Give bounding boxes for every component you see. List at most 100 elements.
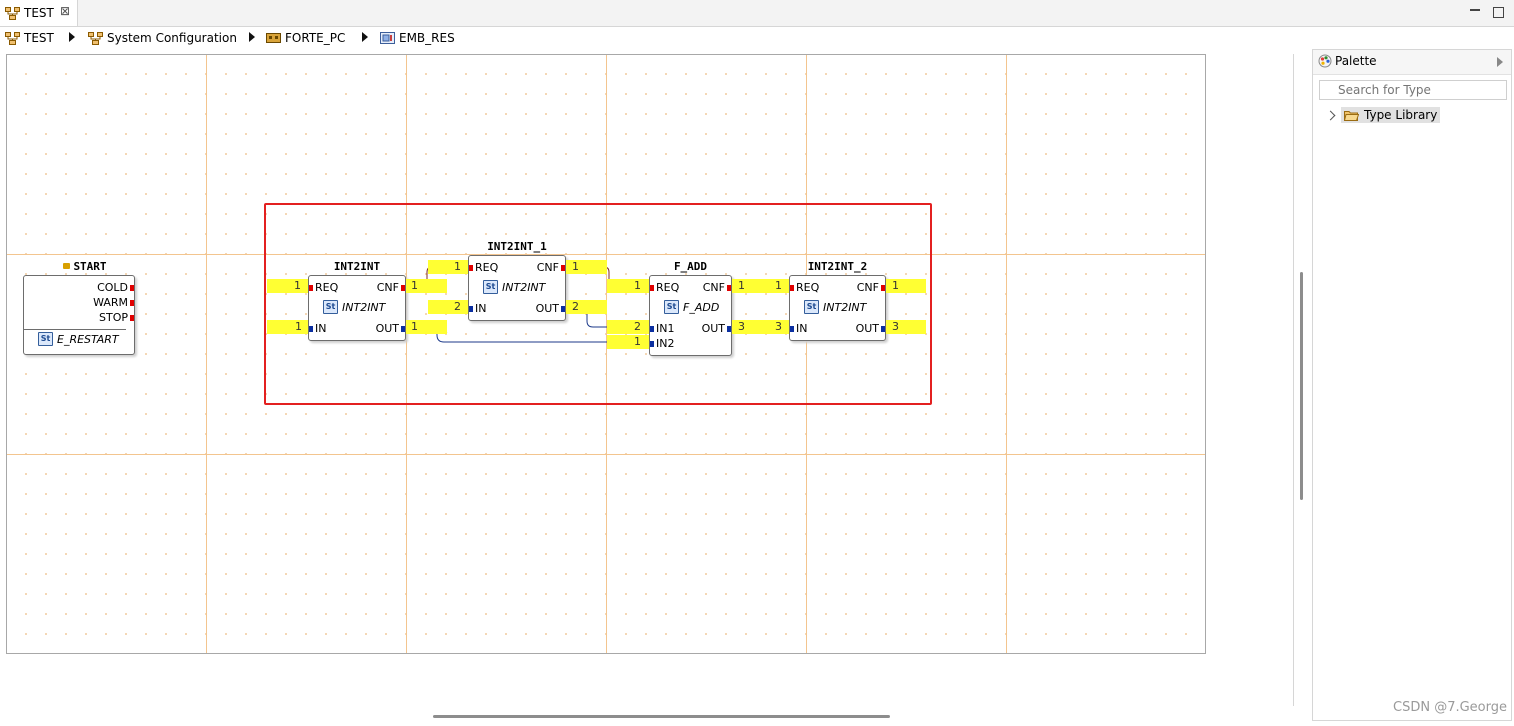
- breadcrumb-item-test[interactable]: TEST: [5, 30, 54, 46]
- fb-block-start[interactable]: COLD WARM STOP St E_RESTART: [23, 275, 135, 355]
- device-icon: [266, 33, 281, 43]
- monitor-value[interactable]: 1: [406, 320, 447, 334]
- fb-block-int2int-2[interactable]: REQ CNF St INT2INT IN OUT: [789, 275, 886, 341]
- data-port-marker[interactable]: [727, 326, 731, 332]
- fb-type-start: St E_RESTART: [38, 332, 119, 346]
- event-input-req[interactable]: REQ: [315, 281, 339, 294]
- event-port-marker[interactable]: [401, 285, 405, 291]
- monitor-value[interactable]: 1: [267, 320, 308, 334]
- data-output-out[interactable]: OUT: [375, 322, 399, 335]
- fb-block-f-add[interactable]: REQ CNF St F_ADD IN1 IN2 OUT: [649, 275, 732, 356]
- data-input-in[interactable]: IN: [315, 322, 327, 335]
- monitor-value[interactable]: 3: [886, 320, 926, 334]
- event-output-cnf[interactable]: CNF: [856, 281, 879, 294]
- tree-item-type-library[interactable]: Type Library: [1325, 107, 1441, 123]
- system-icon: [5, 7, 20, 20]
- data-output-out[interactable]: OUT: [701, 322, 725, 335]
- event-port-marker[interactable]: [130, 300, 134, 306]
- monitor-value[interactable]: 1: [406, 279, 447, 293]
- data-port-marker[interactable]: [650, 326, 654, 332]
- event-port-marker[interactable]: [561, 265, 565, 271]
- breadcrumb-separator-icon[interactable]: [69, 32, 75, 42]
- data-port-marker[interactable]: [881, 326, 885, 332]
- data-port-marker[interactable]: [469, 306, 473, 312]
- fb-block-int2int[interactable]: REQ CNF St INT2INT IN OUT: [308, 275, 406, 341]
- fb-name-start[interactable]: START: [55, 260, 115, 273]
- close-tab-icon[interactable]: ⊠: [60, 4, 71, 18]
- monitor-value[interactable]: 2: [428, 300, 468, 314]
- monitor-value[interactable]: 2: [566, 300, 607, 314]
- data-port-marker[interactable]: [790, 326, 794, 332]
- data-port-marker[interactable]: [650, 341, 654, 347]
- breadcrumb-item-forte-pc[interactable]: FORTE_PC: [266, 30, 345, 46]
- fb-name-f-add[interactable]: F_ADD: [673, 260, 708, 273]
- fb-type-icon: St: [323, 300, 338, 314]
- data-output-out[interactable]: OUT: [535, 302, 559, 315]
- breadcrumb-item-emb-res[interactable]: EMB_RES: [380, 30, 455, 46]
- fb-type-icon: St: [483, 280, 498, 294]
- fb-network-canvas[interactable]: START COLD WARM STOP St E_RESTART INT2IN…: [6, 54, 1206, 654]
- event-port-marker[interactable]: [727, 285, 731, 291]
- monitor-value[interactable]: 1: [267, 279, 308, 293]
- fb-name-int2int[interactable]: INT2INT: [333, 260, 381, 273]
- monitor-value[interactable]: 1: [607, 335, 649, 349]
- fb-type-icon: St: [38, 332, 53, 346]
- event-input-req[interactable]: REQ: [475, 261, 499, 274]
- event-port-marker[interactable]: [881, 285, 885, 291]
- monitor-value[interactable]: 1: [886, 279, 926, 293]
- folder-icon: [1344, 111, 1359, 121]
- monitor-value[interactable]: 2: [607, 320, 649, 334]
- breadcrumb-label: TEST: [24, 31, 54, 45]
- event-output-warm[interactable]: WARM: [93, 296, 128, 309]
- palette-icon: [1318, 54, 1332, 68]
- chevron-right-icon[interactable]: [1325, 110, 1336, 120]
- data-port-marker[interactable]: [401, 326, 405, 332]
- data-port-marker[interactable]: [309, 326, 313, 332]
- system-configuration-icon: [88, 31, 103, 45]
- fb-type-f-add: St F_ADD: [664, 300, 719, 314]
- data-output-out[interactable]: OUT: [855, 322, 879, 335]
- horizontal-scrollbar[interactable]: [433, 715, 890, 718]
- event-port-marker[interactable]: [469, 265, 473, 271]
- event-port-marker[interactable]: [650, 285, 654, 291]
- event-output-cnf[interactable]: CNF: [376, 281, 399, 294]
- palette-search-input[interactable]: [1319, 80, 1507, 100]
- breadcrumb-separator-icon[interactable]: [249, 32, 255, 42]
- breadcrumb-item-system-configuration[interactable]: System Configuration: [88, 30, 237, 46]
- event-port-marker[interactable]: [130, 315, 134, 321]
- monitor-value[interactable]: 1: [749, 279, 789, 293]
- palette-panel: Palette Type Library: [1312, 49, 1512, 721]
- monitor-value[interactable]: 1: [566, 260, 607, 274]
- event-input-req[interactable]: REQ: [796, 281, 820, 294]
- event-port-marker[interactable]: [790, 285, 794, 291]
- fb-block-int2int-1[interactable]: REQ CNF St INT2INT IN OUT: [468, 255, 566, 321]
- palette-title: Palette: [1335, 54, 1377, 68]
- monitor-value[interactable]: 1: [428, 260, 468, 274]
- event-output-cold[interactable]: COLD: [97, 281, 128, 294]
- collapse-palette-icon[interactable]: [1497, 57, 1503, 67]
- data-port-marker[interactable]: [561, 306, 565, 312]
- fb-name-int2int-1[interactable]: INT2INT_1: [487, 240, 547, 253]
- data-input-in[interactable]: IN: [475, 302, 487, 315]
- event-output-stop[interactable]: STOP: [99, 311, 128, 324]
- event-output-cnf[interactable]: CNF: [536, 261, 559, 274]
- fb-name-int2int-2[interactable]: INT2INT_2: [807, 260, 868, 273]
- data-input-in2[interactable]: IN2: [656, 337, 675, 350]
- editor-tab-bar: TEST ⊠: [0, 0, 1514, 27]
- event-port-marker[interactable]: [130, 285, 134, 291]
- breadcrumb-separator-icon[interactable]: [362, 32, 368, 42]
- maximize-icon[interactable]: [1493, 7, 1504, 18]
- minimize-icon[interactable]: [1470, 5, 1480, 15]
- breadcrumb-label: FORTE_PC: [285, 31, 346, 45]
- monitor-value[interactable]: 3: [749, 320, 789, 334]
- event-input-req[interactable]: REQ: [656, 281, 680, 294]
- editor-tab-test[interactable]: TEST ⊠: [0, 0, 78, 26]
- watermark-text: CSDN @7.George: [1393, 700, 1507, 715]
- data-input-in1[interactable]: IN1: [656, 322, 675, 335]
- editor-divider: [1293, 54, 1294, 706]
- event-output-cnf[interactable]: CNF: [702, 281, 725, 294]
- monitor-value[interactable]: 1: [607, 279, 649, 293]
- event-port-marker[interactable]: [309, 285, 313, 291]
- vertical-scrollbar[interactable]: [1300, 272, 1303, 500]
- data-input-in[interactable]: IN: [796, 322, 808, 335]
